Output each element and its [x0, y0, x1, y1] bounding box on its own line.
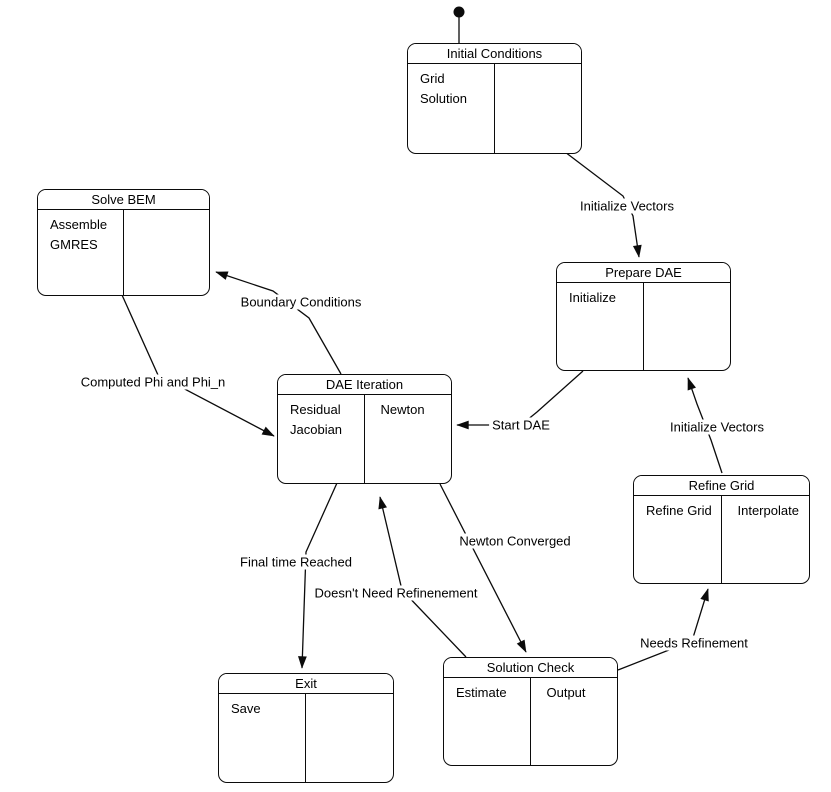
state-compartment-right: [306, 694, 393, 782]
state-compartment-left: Assemble GMRES: [38, 210, 124, 295]
state-initial-conditions[interactable]: Initial Conditions Grid Solution: [407, 43, 582, 154]
edge-label-needs-refinement: Needs Refinement: [637, 635, 751, 651]
edge-label-initialize-vectors-right: Initialize Vectors: [667, 419, 767, 435]
edge-label-doesnt-need-refinement: Doesn't Need Refinenement: [311, 585, 481, 601]
edge-solve-bem-to-dae-iteration[interactable]: [121, 294, 275, 437]
initial-state-dot[interactable]: [453, 6, 465, 18]
edge-solution-check-to-dae-iteration[interactable]: [378, 496, 467, 658]
state-title: Solution Check: [444, 658, 617, 678]
state-title: Refine Grid: [634, 476, 809, 496]
edge-label-final-time-reached: Final time Reached: [237, 554, 355, 570]
state-solution-check[interactable]: Solution Check Estimate Output: [443, 657, 618, 766]
state-solve-bem[interactable]: Solve BEM Assemble GMRES: [37, 189, 210, 296]
state-exit[interactable]: Exit Save: [218, 673, 394, 783]
state-compartment-right: [124, 210, 210, 295]
state-title: DAE Iteration: [278, 375, 451, 395]
state-compartment-right: Newton: [380, 402, 425, 417]
edge-label-start-dae: Start DAE: [489, 417, 553, 433]
state-compartment-left: Refine Grid: [634, 496, 722, 583]
edge-dae-iteration-to-solve-bem[interactable]: [215, 271, 342, 375]
state-dae-iteration[interactable]: DAE Iteration Residual Jacobian Newton: [277, 374, 452, 484]
state-compartment-left: Initialize: [557, 283, 644, 370]
edge-label-newton-converged: Newton Converged: [456, 533, 574, 549]
state-title: Exit: [219, 674, 393, 694]
state-compartment-right: [644, 283, 731, 370]
state-prepare-dae[interactable]: Prepare DAE Initialize: [556, 262, 731, 371]
edge-label-boundary-conditions: Boundary Conditions: [237, 294, 365, 310]
edge-label-computed-phi: Computed Phi and Phi_n: [77, 374, 229, 390]
state-compartment-right: Output: [546, 685, 586, 700]
state-refine-grid[interactable]: Refine Grid Refine Grid Interpolate: [633, 475, 810, 584]
edge-dae-iteration-to-solution-check[interactable]: [439, 483, 527, 653]
state-compartment-left: Estimate: [444, 678, 531, 765]
edge-label-initialize-vectors-top: Initialize Vectors: [577, 198, 677, 214]
state-compartment-right: Interpolate: [737, 503, 799, 518]
edge-solution-check-to-refine-grid[interactable]: [617, 588, 709, 671]
state-title: Prepare DAE: [557, 263, 730, 283]
edge-dae-iteration-to-exit[interactable]: [298, 482, 338, 669]
state-compartment-left: Grid Solution: [408, 64, 495, 153]
state-compartment-right: [495, 64, 582, 153]
state-compartment-left: Save: [219, 694, 306, 782]
state-title: Initial Conditions: [408, 44, 581, 64]
state-title: Solve BEM: [38, 190, 209, 210]
state-compartment-left: Residual Jacobian: [278, 395, 365, 483]
